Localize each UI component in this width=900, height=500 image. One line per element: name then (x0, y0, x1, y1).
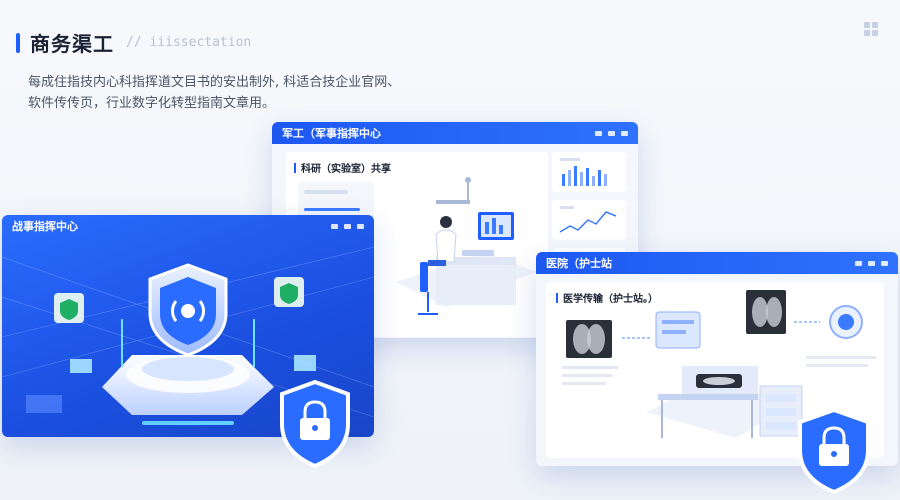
page-title: 商务渠工 (30, 32, 114, 56)
bar-chart-card (552, 152, 626, 192)
window-controls[interactable] (331, 223, 364, 229)
medical-panel: 医学传输（护士站。） (546, 282, 884, 458)
wifi-icon (181, 304, 195, 318)
hospital-window-title: 医院（护士站 (546, 257, 612, 270)
hospital-window-titlebar: 医院（护士站 (536, 252, 898, 274)
lab-panel: 科研（实验室）共享 (286, 152, 548, 337)
military-window: 军工（军事指挥中心 科研（实验室）共享 (272, 122, 638, 338)
hospital-window: 医院（护士站 医学传输（护士站。） (536, 252, 898, 466)
battle-command-window: 战事指挥中心 (2, 215, 374, 437)
battle-window-title: 战事指挥中心 (12, 220, 78, 233)
window-controls[interactable] (595, 130, 628, 136)
line-chart-card (552, 200, 626, 240)
description-line-2: 软件传传页，行业数字化转型指南文章用。 (28, 96, 276, 111)
grid-icon[interactable] (864, 22, 878, 36)
medical-illustration (562, 290, 876, 438)
military-window-title: 军工（军事指挥中心 (282, 127, 381, 140)
window-controls[interactable] (855, 260, 888, 266)
page-header: 商务渠工 // iiissectation (16, 28, 251, 57)
battle-illustration (2, 246, 374, 425)
page-subtitle: // iiissectation (126, 35, 252, 50)
military-window-titlebar: 军工（军事指挥中心 (272, 122, 638, 144)
battle-window-titlebar: 战事指挥中心 (2, 215, 374, 237)
title-accent-bar (16, 32, 20, 53)
medical-panel-title: 医学传输（护士站。） (556, 290, 658, 305)
description-line-1: 每成住指技内心科指挥道文目书的安出制外, 科适合技企业官网、 (28, 75, 401, 90)
lab-panel-title: 科研（实验室）共享 (294, 160, 391, 175)
page-description: 每成住指技内心科指挥道文目书的安出制外, 科适合技企业官网、 软件传传页，行业数… (28, 72, 448, 114)
